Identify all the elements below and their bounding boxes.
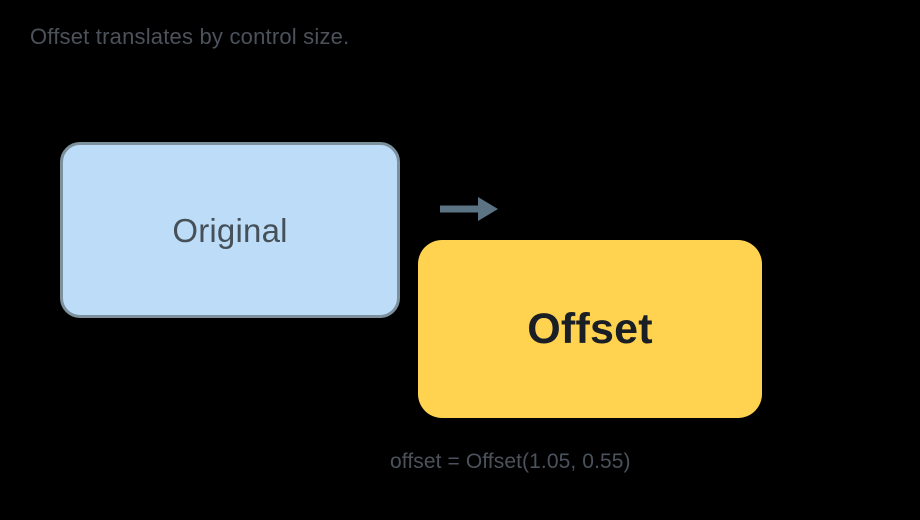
original-control-label: Original	[172, 211, 288, 249]
page-title: Offset translates by control size.	[30, 24, 350, 49]
original-control-box[interactable]: Original	[60, 142, 400, 318]
arrow-right-icon	[438, 194, 502, 224]
offset-control-box[interactable]: Offset	[418, 240, 762, 418]
offset-formula-caption: offset = Offset(1.05, 0.55)	[390, 450, 631, 473]
offset-control-label: Offset	[527, 304, 653, 353]
